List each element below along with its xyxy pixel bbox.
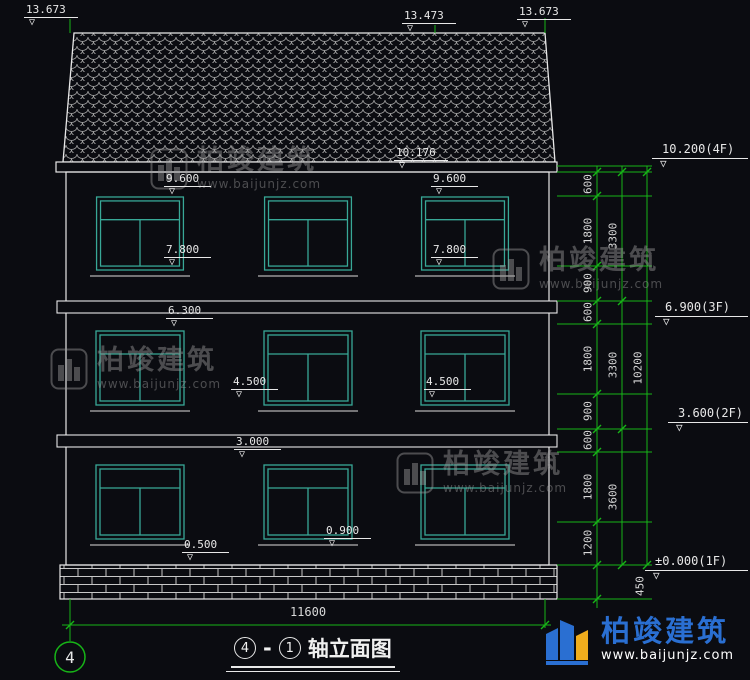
brand-name: 柏竣建筑 [601, 614, 730, 648]
dim-storey: 3600 [606, 483, 620, 511]
roof [55, 32, 558, 173]
level-triangle-icon: ▽ [660, 157, 667, 170]
level-mark-7800-right: 7.800 ▽ [431, 243, 479, 268]
elevation-flag-2f: 3.600(2F) ▽ [668, 406, 748, 433]
elevation-flag-3f: 6.900(3F) ▽ [655, 300, 748, 327]
watermark-buildings-icon [50, 348, 88, 389]
level-mark-4500-right: 4.500 ▽ [424, 375, 472, 400]
level-triangle-icon: ▽ [436, 257, 443, 268]
brand-buildings-icon [546, 620, 588, 665]
level-triangle-icon: ▽ [329, 538, 336, 549]
watermark-buildings-icon [492, 248, 530, 289]
roof-level-mark-right: 13.673 ▽ [517, 5, 571, 30]
level-triangle-icon: ▽ [407, 23, 414, 34]
dim-segment: 600 [581, 430, 595, 450]
level-triangle-icon: ▽ [239, 449, 246, 460]
level-mark-3000: 3.000 ▽ [234, 435, 282, 460]
watermark: 柏竣建筑 www.baijunjz.com [492, 246, 663, 291]
level-triangle-icon: ▽ [429, 389, 436, 400]
level-mark-0500: 0.500 ▽ [182, 538, 230, 563]
watermark-site: www.baijunjz.com [539, 277, 664, 291]
level-triangle-icon: ▽ [399, 160, 406, 171]
floor-slab-3f [56, 300, 558, 314]
dim-total-height: 10200 [631, 351, 645, 385]
level-triangle-icon: ▽ [653, 569, 660, 582]
dimension-lines [54, 18, 652, 673]
plinth-brick-base [59, 564, 558, 600]
brand-logo[interactable]: 柏竣建筑 www.baijunjz.com [540, 612, 734, 666]
dim-segment: 1200 [581, 529, 595, 557]
level-mark-7800-left: 7.800 ▽ [164, 243, 212, 268]
top-level-leaders [69, 18, 546, 33]
right-extension-lines [557, 165, 652, 600]
roof-level-mark-mid: 13.473 ▽ [402, 9, 456, 34]
level-triangle-icon: ▽ [236, 389, 243, 400]
level-triangle-icon: ▽ [676, 421, 683, 434]
title-text: 轴立面图 [307, 637, 392, 661]
level-triangle-icon: ▽ [169, 257, 176, 268]
elevation-flag-4f: 10.200(4F) ▽ [652, 142, 748, 169]
level-triangle-icon: ▽ [522, 19, 529, 30]
watermark-name: 柏竣建筑 [539, 245, 659, 276]
window [95, 464, 185, 540]
level-triangle-icon: ▽ [171, 318, 178, 329]
level-mark-0900: 0.900 ▽ [324, 524, 372, 549]
level-mark-6300: 6.300 ▽ [166, 304, 214, 329]
drawing-title: 4 - 1 轴立面图 [226, 633, 400, 672]
level-triangle-icon: ▽ [169, 186, 176, 197]
watermark-site: www.baijunjz.com [443, 481, 568, 495]
watermark-name: 柏竣建筑 [97, 345, 217, 376]
watermark: 柏竣建筑 www.baijunjz.com [150, 146, 321, 191]
axis-bubble-circle [54, 641, 86, 673]
dim-segment: 1800 [581, 217, 595, 245]
dim-segment: 900 [581, 401, 595, 421]
axis-bubble: 4 [65, 647, 75, 667]
watermark-buildings-icon [396, 452, 434, 493]
dim-total-width: 11600 [289, 605, 327, 619]
dim-segment: 600 [581, 174, 595, 194]
dim-segment: 1800 [581, 345, 595, 373]
level-mark-9600-left: 9.600 ▽ [164, 172, 212, 197]
bottom-dim-line [62, 599, 551, 641]
watermark-name: 柏竣建筑 [197, 145, 317, 176]
watermark-site: www.baijunjz.com [197, 177, 322, 191]
watermark: 柏竣建筑 www.baijunjz.com [50, 346, 221, 391]
dim-segment: 1800 [581, 473, 595, 501]
level-mark-9600-right: 9.600 ▽ [431, 172, 479, 197]
vertical-dim-chains [596, 166, 648, 608]
watermark-site: www.baijunjz.com [97, 377, 222, 391]
roof-tile-slope [62, 32, 556, 163]
dim-storey: 3300 [606, 351, 620, 379]
dim-segment: 600 [581, 302, 595, 322]
level-mark-4500-left: 4.500 ▽ [231, 375, 279, 400]
window [263, 196, 353, 271]
title-dash: - [263, 636, 272, 660]
watermark-name: 柏竣建筑 [443, 449, 563, 480]
dim-segment: 900 [581, 273, 595, 293]
watermark-buildings-icon [150, 148, 188, 189]
axis-circle-end: 1 [278, 637, 301, 659]
dim-segment-plinth: 450 [633, 576, 647, 596]
level-triangle-icon: ▽ [663, 315, 670, 328]
level-triangle-icon: ▽ [436, 186, 443, 197]
dimension-ticks [65, 167, 652, 630]
level-triangle-icon: ▽ [29, 17, 36, 28]
elevation-flag-1f: ±0.000(1F) ▽ [645, 554, 748, 581]
window-sills [90, 275, 515, 546]
brand-site: www.baijunjz.com [601, 648, 735, 663]
level-triangle-icon: ▽ [187, 552, 194, 563]
dim-storey: 3300 [606, 222, 620, 250]
axis-circle-start: 4 [234, 637, 256, 659]
watermark: 柏竣建筑 www.baijunjz.com [396, 450, 567, 495]
roof-level-mark-left: 13.673 ▽ [24, 3, 78, 28]
level-mark-eave: 10.176 ▽ [394, 146, 448, 171]
floor-slab-2f [56, 434, 558, 448]
